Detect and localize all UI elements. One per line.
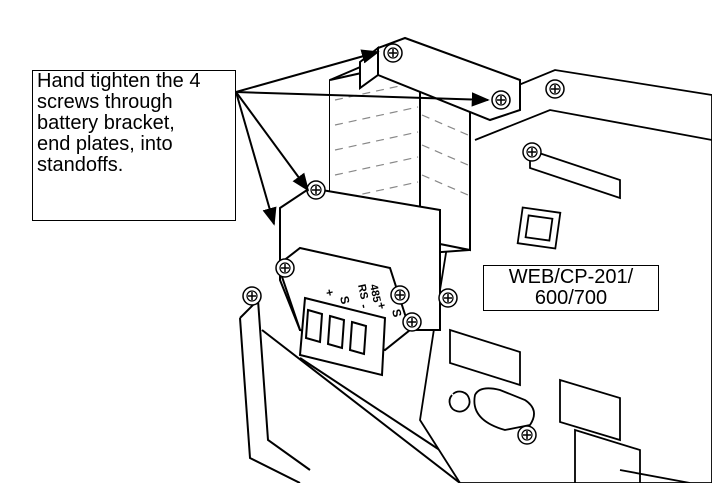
rs485-connector — [276, 246, 412, 377]
instruction-line-5: standoffs. — [37, 154, 124, 176]
instruction-line-2: screws through — [37, 91, 173, 113]
pin-mark-1: + — [322, 288, 337, 298]
model-label-line-2: 600/700 — [534, 287, 608, 309]
model-label-line-1: WEB/CP-201/ — [508, 266, 634, 288]
pin-mark-3: - — [357, 303, 372, 310]
pin-mark-2: S — [337, 295, 352, 306]
pin-mark-4: + — [374, 301, 389, 311]
instruction-line-1: Hand tighten the 4 — [37, 70, 201, 92]
connector-label-line-1: RS — [355, 283, 370, 300]
model-label: WEB/CP-201/ 600/700 — [483, 265, 659, 311]
instruction-line-3: battery bracket, — [37, 112, 175, 134]
callout-arrows — [235, 49, 490, 226]
instruction-line-4: end plates, into — [37, 133, 173, 155]
battery-stripes — [334, 81, 469, 226]
pin-mark-5: S — [389, 308, 404, 319]
connector-label-line-2: 485 — [367, 283, 383, 303]
connector-label: RS 485 + S - + S — [322, 283, 404, 318]
instruction-callout: Hand tighten the 4 screws through batter… — [32, 70, 236, 221]
